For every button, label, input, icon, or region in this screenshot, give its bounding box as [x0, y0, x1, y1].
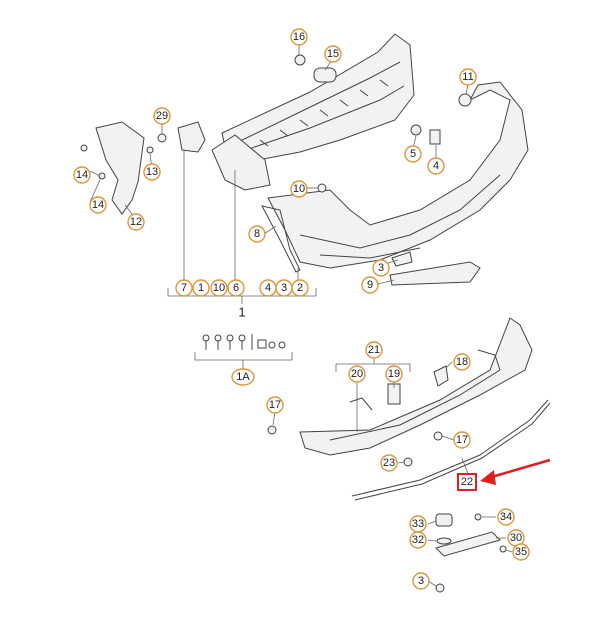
- svg-text:2: 2: [297, 282, 303, 294]
- svg-text:18: 18: [456, 356, 468, 368]
- svg-text:21: 21: [368, 344, 380, 356]
- svg-text:34: 34: [500, 511, 512, 523]
- callout-32: 32: [409, 531, 427, 549]
- callout-35: 35: [512, 543, 530, 561]
- callout-11: 11: [459, 68, 477, 86]
- callout-3: 3: [275, 279, 293, 297]
- callout-3: 3: [412, 572, 430, 590]
- callout-14: 14: [89, 196, 107, 214]
- svg-text:10: 10: [213, 282, 225, 294]
- svg-text:14: 14: [92, 199, 104, 211]
- svg-text:29: 29: [156, 110, 168, 122]
- svg-text:15: 15: [327, 48, 339, 60]
- callout-9: 9: [361, 276, 379, 294]
- svg-text:16: 16: [293, 31, 305, 43]
- svg-text:30: 30: [510, 532, 522, 544]
- lower-leaders: [272, 358, 469, 475]
- callout-16: 16: [290, 28, 308, 46]
- svg-text:12: 12: [130, 216, 142, 228]
- callout-14: 14: [73, 166, 91, 184]
- svg-text:8: 8: [254, 228, 260, 240]
- sensor-bracket-assembly: [427, 513, 513, 593]
- callout-4: 4: [259, 279, 277, 297]
- svg-text:9: 9: [367, 279, 373, 291]
- svg-text:3: 3: [378, 262, 384, 274]
- callout-10: 10: [210, 279, 228, 297]
- svg-text:14: 14: [76, 169, 88, 181]
- callout-19: 19: [385, 365, 403, 383]
- callout-18: 18: [453, 353, 471, 371]
- svg-text:17: 17: [269, 399, 281, 411]
- hardware-kit-1A: [194, 334, 293, 370]
- callout-main-1: 1: [238, 305, 245, 320]
- callout-34: 34: [497, 508, 515, 526]
- rear-bumper-upper-assembly: [80, 33, 529, 286]
- callout-12: 12: [127, 213, 145, 231]
- svg-text:11: 11: [462, 71, 473, 83]
- callout-7: 7: [175, 279, 193, 297]
- svg-text:1: 1: [198, 282, 204, 294]
- svg-text:13: 13: [146, 166, 158, 178]
- callout-29: 29: [153, 107, 171, 125]
- svg-text:32: 32: [412, 534, 424, 546]
- callout-1: 1: [192, 279, 210, 297]
- callout-17: 17: [266, 396, 284, 414]
- svg-text:33: 33: [412, 518, 424, 530]
- svg-text:20: 20: [351, 368, 363, 380]
- svg-text:3: 3: [418, 575, 424, 587]
- svg-text:4: 4: [265, 282, 271, 294]
- callout-8: 8: [248, 225, 266, 243]
- callout-22: 22: [461, 476, 473, 488]
- callout-2: 2: [291, 279, 309, 297]
- svg-text:10: 10: [293, 183, 305, 195]
- rear-bumper-lower-assembly: [267, 317, 551, 501]
- svg-text:6: 6: [233, 282, 239, 294]
- svg-text:1: 1: [238, 305, 245, 320]
- highlight-arrow: [457, 458, 551, 491]
- svg-text:19: 19: [388, 368, 400, 380]
- callout-15: 15: [324, 45, 342, 63]
- callout-5: 5: [404, 145, 422, 163]
- callout-4: 4: [427, 157, 445, 175]
- callout-10: 10: [290, 180, 308, 198]
- callout-20: 20: [348, 365, 366, 383]
- svg-text:22: 22: [461, 476, 473, 488]
- svg-text:17: 17: [456, 434, 468, 446]
- callout-21: 21: [365, 341, 383, 359]
- svg-text:4: 4: [433, 160, 439, 172]
- callout-1A: 1A: [231, 368, 255, 386]
- svg-text:7: 7: [181, 282, 187, 294]
- svg-text:23: 23: [383, 457, 395, 469]
- svg-text:3: 3: [281, 282, 287, 294]
- callout-17: 17: [453, 431, 471, 449]
- svg-text:1A: 1A: [236, 371, 250, 383]
- svg-text:5: 5: [410, 148, 416, 160]
- svg-text:35: 35: [515, 546, 527, 558]
- callout-30: 30: [507, 529, 525, 547]
- callout-13: 13: [143, 163, 161, 181]
- callout-6: 6: [227, 279, 245, 297]
- callout-33: 33: [409, 515, 427, 533]
- callout-23: 23: [380, 454, 398, 472]
- callout-3: 3: [372, 259, 390, 277]
